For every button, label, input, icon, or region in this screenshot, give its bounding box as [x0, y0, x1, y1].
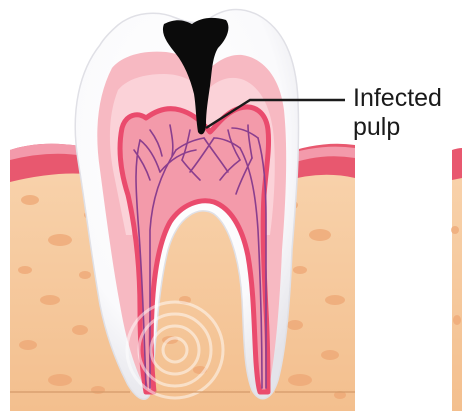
infected-pulp-label: Infected pulp: [353, 84, 461, 142]
label-line-1: Infected: [353, 84, 461, 113]
label-line-2: pulp: [353, 113, 461, 142]
